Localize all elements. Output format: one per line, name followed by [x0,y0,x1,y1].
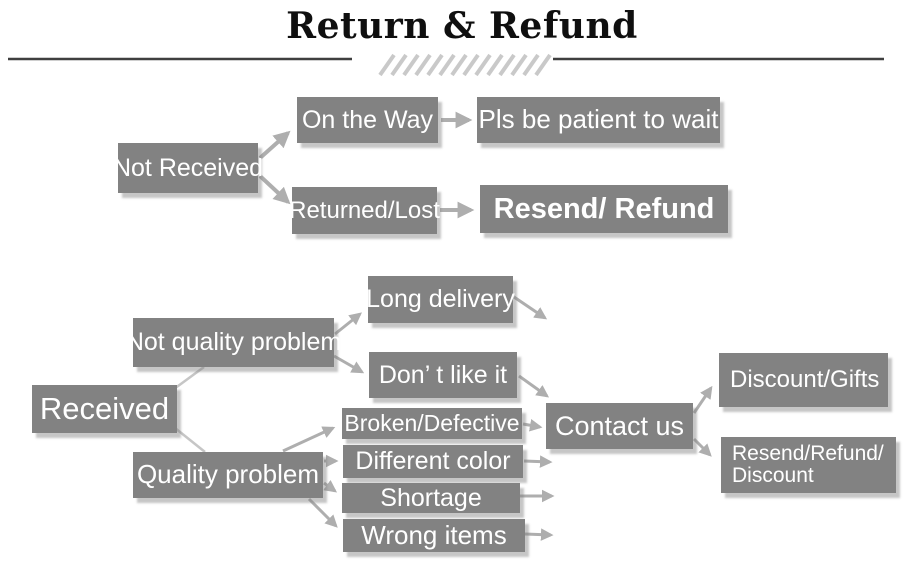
arrow-longdelivery-contact [513,295,548,320]
node-returned-lost: Returned/Lost [289,187,440,234]
page-title: Return & Refund [286,5,638,47]
arrow-differentcolor-right [523,455,553,468]
arrow-notreceived-ontheway [258,130,291,160]
node-not-received: Not Received [113,143,263,193]
arrow-quality-shortage [323,479,338,493]
line-received-quality [174,427,206,453]
node-on-the-way: On the Way [297,97,438,143]
arrow-notreceived-returnedlost [258,174,291,205]
arrow-contact-discountgifts [692,385,713,414]
node-resend-refund-discount-line1: Resend/Refund/ [732,441,884,465]
node-broken-defective: Broken/Defective [342,408,522,439]
node-quality-problem: Quality problem [133,452,323,498]
node-contact-us: Contact us [546,403,693,449]
arrow-notquality-longdelivery [334,312,362,336]
node-resend-refund: Resend/ Refund [480,185,728,233]
node-shortage: Shortage [342,483,520,513]
node-resend-refund-discount: Resend/Refund/ Discount [721,437,896,493]
node-wrong-items: Wrong items [343,519,525,552]
node-discount-gifts: Discount/Gifts [719,353,888,407]
node-received: Received [32,385,177,433]
arrow-notquality-dontlike [333,354,365,374]
node-not-quality-problem: Not quality problem [126,318,341,367]
node-pls-be-patient: Pls be patient to wait [477,97,720,143]
node-resend-refund-discount-line2: Discount [732,464,814,487]
node-long-delivery: Long delivery [366,276,515,323]
arrow-contact-resendrefund [692,437,712,457]
arrow-wrongitems-right [524,528,554,541]
node-different-color: Different color [343,445,523,478]
arrow-quality-wrongitems [307,497,338,528]
arrow-broken-contact [522,419,543,432]
line-received-notquality [173,365,205,391]
arrow-dontlike-contact [518,374,550,398]
node-dont-like-it: Don’ t like it [369,352,517,398]
hatch-decoration [378,53,552,77]
arrow-quality-broken [282,426,336,453]
